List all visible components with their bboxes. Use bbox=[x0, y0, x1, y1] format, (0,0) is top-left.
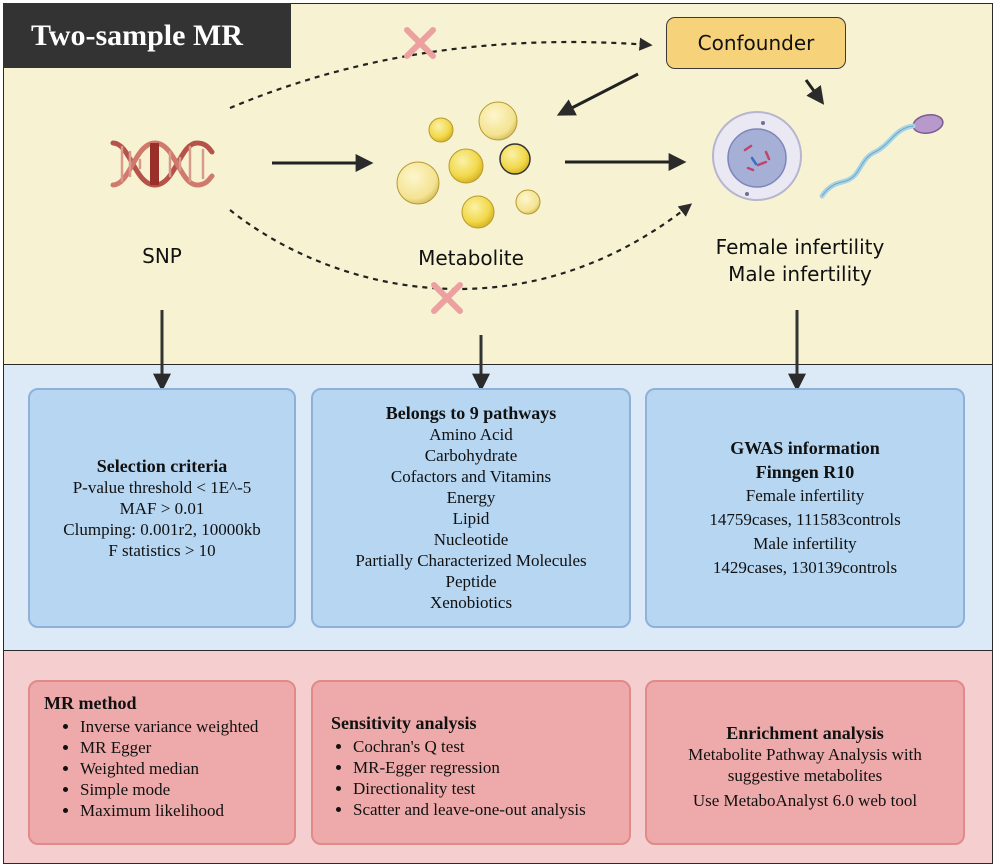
enrichment-card: Enrichment analysis Metabolite Pathway A… bbox=[645, 680, 965, 845]
pathway-item: Xenobiotics bbox=[429, 593, 513, 612]
gwas-line: Female infertility bbox=[745, 486, 865, 505]
list-item: MR Egger bbox=[80, 737, 282, 758]
mr-method-heading: MR method bbox=[44, 693, 137, 713]
enrichment-line: Metabolite Pathway Analysis with suggest… bbox=[688, 745, 922, 785]
pathway-item: Energy bbox=[446, 488, 496, 507]
list-item: Maximum likelihood bbox=[80, 800, 282, 821]
cross-icon bbox=[431, 282, 463, 314]
dashed-arrow-snp-confounder bbox=[229, 37, 653, 110]
arrow-confounder-outcome bbox=[804, 79, 825, 105]
sensitivity-heading: Sensitivity analysis bbox=[331, 713, 477, 733]
pathway-item: Carbohydrate bbox=[424, 446, 518, 465]
pathway-item: Peptide bbox=[445, 572, 497, 591]
mr-method-card: MR method Inverse variance weighted MR E… bbox=[28, 680, 296, 845]
dna-icon bbox=[110, 140, 215, 188]
confounder-box: Confounder bbox=[666, 17, 846, 69]
gwas-subheading: Finngen R10 bbox=[755, 462, 855, 482]
pathway-item: Partially Characterized Molecules bbox=[355, 551, 587, 570]
gwas-heading: GWAS information bbox=[730, 438, 880, 458]
gwas-card: GWAS information Finngen R10 Female infe… bbox=[645, 388, 965, 628]
snp-label: SNP bbox=[142, 244, 182, 268]
pathways-heading: Belongs to 9 pathways bbox=[385, 403, 557, 423]
outcome-label: Female infertility Male infertility bbox=[690, 234, 910, 288]
sperm-icon bbox=[819, 114, 944, 199]
list-item: Inverse variance weighted bbox=[80, 716, 282, 737]
metabolite-droplets-icon bbox=[396, 101, 541, 229]
list-item: Simple mode bbox=[80, 779, 282, 800]
selection-line: Clumping: 0.001r2, 10000kb bbox=[63, 519, 261, 539]
pathway-item: Amino Acid bbox=[429, 425, 513, 444]
selection-criteria-card: Selection criteria P-value threshold < 1… bbox=[28, 388, 296, 628]
arrow-confounder-metabolite bbox=[556, 72, 639, 116]
diagram-title: Two-sample MR bbox=[3, 3, 291, 68]
pathway-item: Lipid bbox=[452, 509, 490, 528]
list-item: Cochran's Q test bbox=[353, 736, 617, 757]
pathways-card: Belongs to 9 pathways Amino Acid Carbohy… bbox=[311, 388, 631, 628]
cross-icon bbox=[404, 27, 436, 59]
outcome-label-female: Female infertility bbox=[715, 235, 885, 259]
enrichment-heading: Enrichment analysis bbox=[726, 723, 884, 743]
selection-line: P-value threshold < 1E^-5 bbox=[72, 477, 252, 497]
selection-line: F statistics > 10 bbox=[108, 540, 216, 560]
list-item: Weighted median bbox=[80, 758, 282, 779]
enrichment-line: Use MetaboAnalyst 6.0 web tool bbox=[692, 791, 918, 810]
cell-icon bbox=[712, 111, 802, 201]
selection-heading: Selection criteria bbox=[96, 455, 228, 476]
list-item: MR-Egger regression bbox=[353, 757, 617, 778]
pathway-item: Cofactors and Vitamins bbox=[390, 467, 552, 486]
mr-method-list: Inverse variance weighted MR Egger Weigh… bbox=[44, 716, 282, 821]
gwas-line: Male infertility bbox=[753, 534, 857, 553]
sensitivity-list: Cochran's Q test MR-Egger regression Dir… bbox=[331, 736, 617, 820]
pathway-item: Nucleotide bbox=[433, 530, 509, 549]
list-item: Directionality test bbox=[353, 778, 617, 799]
selection-line: MAF > 0.01 bbox=[119, 498, 205, 518]
list-item: Scatter and leave-one-out analysis bbox=[353, 799, 617, 820]
gwas-line: 1429cases, 130139controls bbox=[712, 558, 898, 577]
sensitivity-card: Sensitivity analysis Cochran's Q test MR… bbox=[311, 680, 631, 845]
metabolite-label: Metabolite bbox=[418, 246, 524, 270]
gwas-line: 14759cases, 111583controls bbox=[709, 510, 901, 529]
outcome-label-male: Male infertility bbox=[728, 262, 872, 286]
